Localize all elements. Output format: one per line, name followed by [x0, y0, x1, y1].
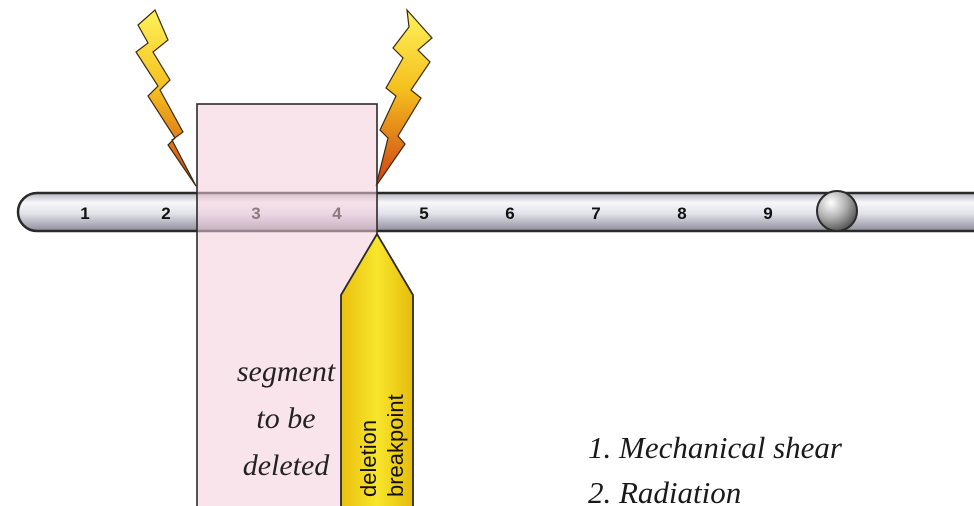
- lightning-bolt-icon: [135, 9, 197, 187]
- band-label: 2: [161, 204, 170, 223]
- segment-label-line: to be: [256, 402, 315, 435]
- cause-item: 2. Radiation: [588, 475, 741, 506]
- segment-label-line: segment: [237, 355, 336, 388]
- segment-label-line: deleted: [243, 449, 331, 482]
- band-label: 1: [80, 204, 89, 223]
- band-label: 8: [677, 204, 686, 223]
- breakpoint-arrow-icon: [340, 232, 414, 506]
- causes-list: 1. Mechanical shear 2. Radiation: [588, 430, 843, 506]
- band-label: 5: [419, 204, 428, 223]
- breakpoint-label-line: deletion: [356, 420, 381, 497]
- cause-item: 1. Mechanical shear: [588, 430, 843, 465]
- centromere-sphere-icon: [816, 190, 858, 232]
- band-label: 9: [763, 204, 772, 223]
- band-label: 7: [591, 204, 600, 223]
- breakpoint-label-line: breakpoint: [383, 394, 408, 497]
- band-label: 6: [505, 204, 514, 223]
- segment-label: segment to be deleted: [237, 355, 336, 482]
- breakpoint-label: deletion breakpoint: [356, 394, 408, 497]
- lightning-bolt-icon: [375, 8, 433, 187]
